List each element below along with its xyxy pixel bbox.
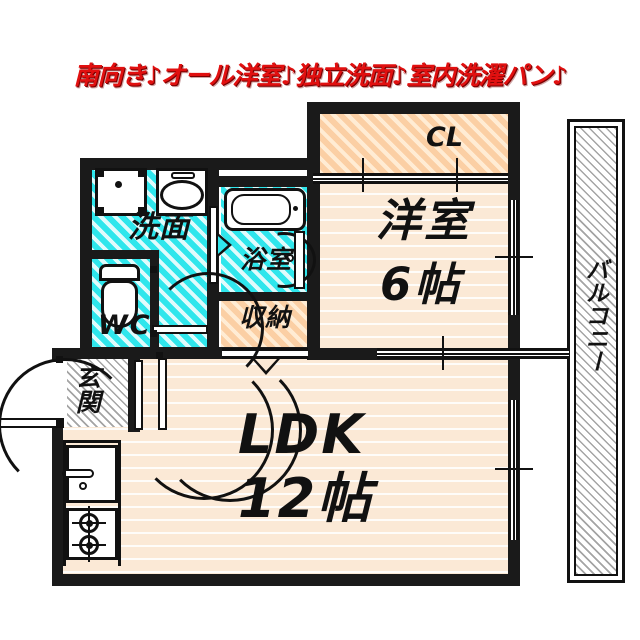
balcony-outer-frame-right	[622, 119, 625, 583]
wall-washroom-top	[80, 158, 320, 170]
kitchen-drain-icon	[79, 482, 87, 490]
kitchen-counter-left-edge	[63, 440, 66, 566]
bedroom-door-center-tick	[442, 336, 444, 370]
genkan-inner-door-swing-arc	[134, 360, 274, 500]
wall-genkan-left-lower	[52, 420, 63, 585]
pan-corner-tr	[138, 170, 145, 177]
wall-bath-top	[207, 176, 319, 187]
wall-genkan-top	[52, 348, 140, 359]
wc-door-swing-arc	[152, 272, 264, 384]
wc-door-hinge	[150, 266, 157, 273]
entrance-door-jamb	[56, 420, 63, 427]
bathtub-drain-icon	[293, 206, 298, 211]
label-bedroom-size: 6帖	[380, 258, 463, 311]
wall-wc-top	[80, 250, 158, 259]
balcony-outer-frame-top	[567, 119, 625, 122]
closet-cl-door-tick-right	[456, 158, 458, 192]
pan-drain-icon	[115, 181, 122, 188]
label-genkan: 玄関	[72, 364, 102, 414]
room-bedroom	[311, 180, 508, 350]
toilet-bowl-icon	[101, 280, 138, 328]
closet-cl-sliding-door[interactable]	[313, 173, 508, 184]
wall-bath-right	[307, 102, 320, 356]
stove-cross-front-v	[88, 506, 90, 540]
ldk-window-tick	[495, 468, 533, 470]
wall-ldk-bottom	[52, 574, 520, 586]
storage-folding-door[interactable]	[222, 348, 308, 359]
wall-cl-top	[307, 102, 520, 114]
label-ldk-size: 12帖	[238, 467, 374, 530]
catch-copy-headline: 南向き♪オール洋室♪独立洗面♪室内洗濯パン♪	[73, 61, 567, 90]
toilet-tank-icon	[99, 264, 140, 281]
bedroom-ldk-sliding-door-panel[interactable]	[377, 348, 569, 359]
stove-cross-rear-v	[88, 528, 90, 562]
bedroom-window-tick	[495, 256, 533, 258]
room-closet-cl	[311, 113, 508, 180]
label-wc: WC	[98, 310, 152, 341]
entrance-door-swing-arc	[0, 358, 132, 492]
wall-wc-right	[150, 250, 159, 356]
bath-entry-panel	[294, 231, 305, 289]
label-washroom: 洗面	[128, 210, 190, 245]
entrance-door-hinge	[56, 356, 63, 363]
bath-door-marker-inner	[218, 236, 228, 254]
pan-corner-bl	[97, 207, 104, 214]
kitchen-counter-top-edge	[63, 440, 121, 443]
wc-door-jamb	[150, 330, 157, 337]
label-storage: 収納	[239, 303, 292, 332]
room-balcony	[574, 126, 618, 576]
pan-corner-br	[138, 207, 145, 214]
label-bath: 浴室	[240, 245, 293, 274]
label-cl: CL	[426, 122, 464, 153]
wall-genkan-left-upper	[52, 348, 63, 362]
label-ldk: LDK	[238, 403, 366, 466]
closet-cl-door-tick-left	[362, 158, 364, 192]
kitchen-counter-right-edge	[118, 440, 121, 566]
kitchen-faucet-icon	[62, 469, 94, 478]
washroom-door-swing-arc	[158, 358, 302, 502]
washroom-door-hinge	[156, 352, 163, 359]
bathtub-inner-icon	[231, 194, 291, 225]
wall-bath-storage-divider	[207, 292, 319, 301]
vanity-faucet-icon	[171, 172, 195, 179]
ldk-balcony-window[interactable]	[508, 400, 519, 540]
pan-corner-tl	[97, 170, 104, 177]
balcony-outer-frame-bottom	[567, 580, 625, 583]
bath-door-handle-icon	[286, 254, 294, 262]
label-balcony: バルコニー	[581, 258, 608, 373]
label-bedroom: 洋室	[376, 194, 473, 247]
vanity-basin-bowl-icon	[160, 180, 204, 210]
